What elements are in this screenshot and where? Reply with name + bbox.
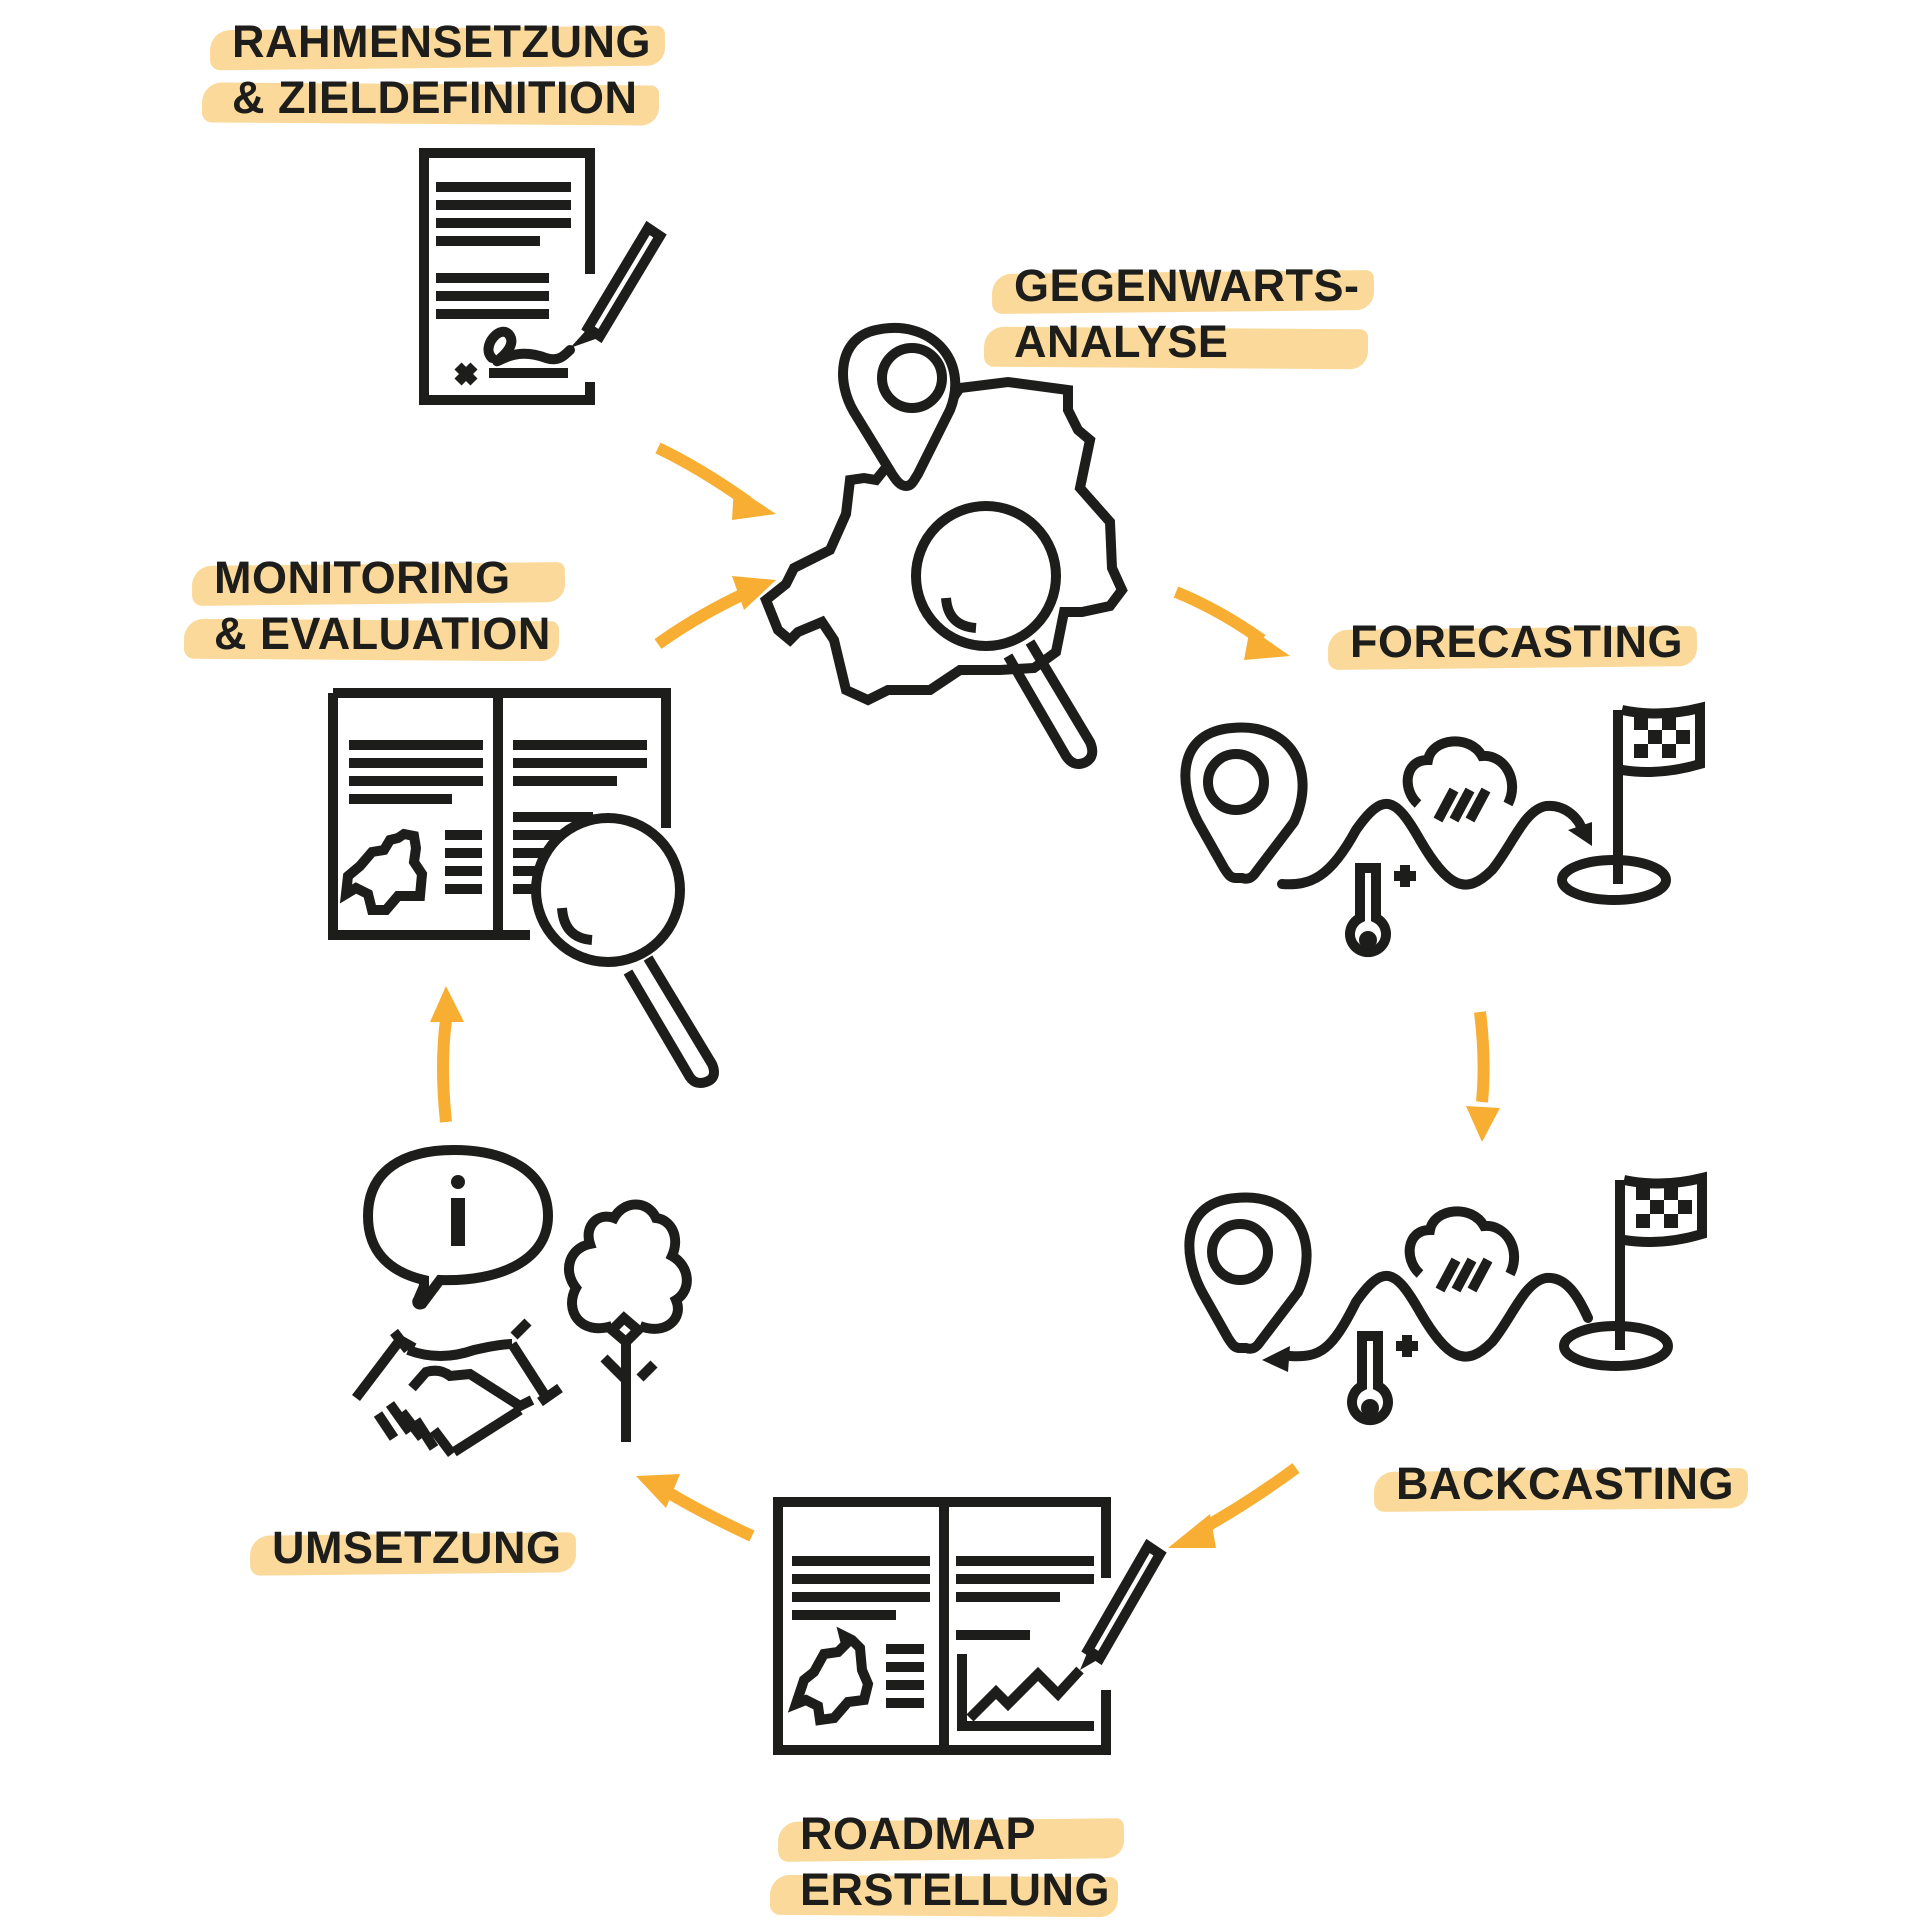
label-line: ROADMAP: [800, 1806, 1110, 1862]
label-line: & EVALUATION: [214, 606, 551, 662]
arrow-roadmap-to-umsetzung: [636, 1474, 755, 1542]
rain-cloud-icon: [1404, 1206, 1520, 1293]
arrow-monitoring-to-analyse: [654, 576, 776, 649]
label-forecasting: FORECASTING: [1350, 614, 1683, 670]
label-line: MONITORING: [214, 550, 551, 606]
arrow-analyse-to-forecasting: [1173, 586, 1290, 660]
goal-flag-icon: [1559, 1171, 1707, 1371]
label-line: FORECASTING: [1350, 614, 1683, 670]
label-umsetzung: UMSETZUNG: [272, 1520, 562, 1576]
backcast-path-icon: [1184, 1171, 1707, 1426]
roadmap-document-icon: [773, 1497, 1167, 1755]
forecast-path-icon: [1180, 701, 1705, 958]
label-line: & ZIELDEFINITION: [232, 70, 651, 126]
thermometer-icon: [1345, 863, 1416, 958]
label-roadmap: ROADMAP ERSTELLUNG: [800, 1806, 1110, 1918]
label-line: ERSTELLUNG: [800, 1862, 1110, 1918]
label-line: GEGENWARTS-: [1014, 258, 1360, 314]
handshake-icon: [352, 1318, 563, 1457]
label-monitoring: MONITORING & EVALUATION: [214, 550, 551, 662]
info-bubble-icon: [362, 1144, 554, 1310]
thermometer-icon: [1347, 1331, 1418, 1426]
arrow-forecasting-to-backcasting: [1466, 1011, 1500, 1142]
rain-cloud-icon: [1402, 736, 1518, 823]
goal-flag-icon: [1557, 701, 1705, 905]
label-rahmensetzung: RAHMENSETZUNG & ZIELDEFINITION: [232, 14, 651, 126]
label-line: RAHMENSETZUNG: [232, 14, 651, 70]
label-line: BACKCASTING: [1396, 1456, 1734, 1512]
report-magnifier-icon: [328, 688, 719, 1088]
label-line: ANALYSE: [1014, 314, 1360, 370]
map-search-icon: [759, 323, 1128, 769]
magnifier-icon: [531, 813, 719, 1088]
magnifier-icon: [911, 501, 1098, 769]
handshake-tree-info-icon: [352, 1144, 692, 1457]
location-pin-icon: [838, 323, 961, 492]
signed-document-icon: [419, 148, 667, 405]
label-gegenwartsanalyse: GEGENWARTS- ANALYSE: [1014, 258, 1360, 370]
arrow-backcasting-to-roadmap: [1168, 1463, 1300, 1548]
label-backcasting: BACKCASTING: [1396, 1456, 1734, 1512]
arrow-umsetzung-to-monitoring: [430, 986, 464, 1123]
label-line: UMSETZUNG: [272, 1520, 562, 1576]
arrow-rahmensetzung-to-analyse: [655, 442, 776, 520]
tree-icon: [563, 1199, 692, 1442]
